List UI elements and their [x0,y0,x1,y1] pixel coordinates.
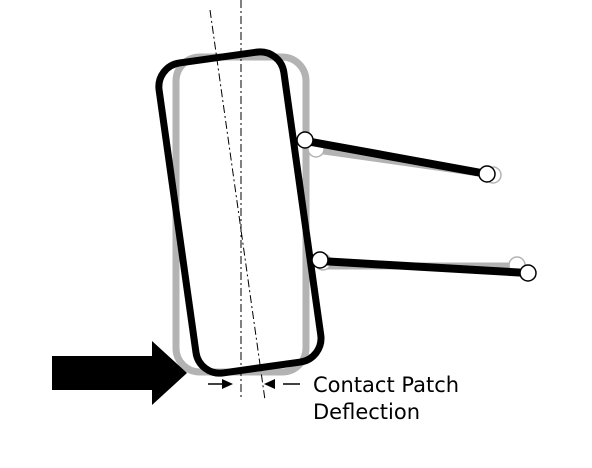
lower-inner-ball-joint [311,251,329,269]
dimension-arrowhead-right [264,379,275,389]
upper-inner-ball-joint [296,131,314,149]
lower-control-arm [319,257,529,277]
upper-outer-ball-joint [478,165,496,183]
tire-centerline-deflected [209,9,266,401]
deflection-label: Deflection [313,400,420,424]
contact-patch-label: Contact Patch [313,373,459,397]
deflected-tire [155,48,325,377]
dimension-arrowhead-left [222,379,233,389]
lower-outer-ball-joint [519,264,537,282]
deflection-dimension [208,379,300,389]
upper-control-arm [305,137,488,178]
lateral-force-arrow [52,341,187,405]
